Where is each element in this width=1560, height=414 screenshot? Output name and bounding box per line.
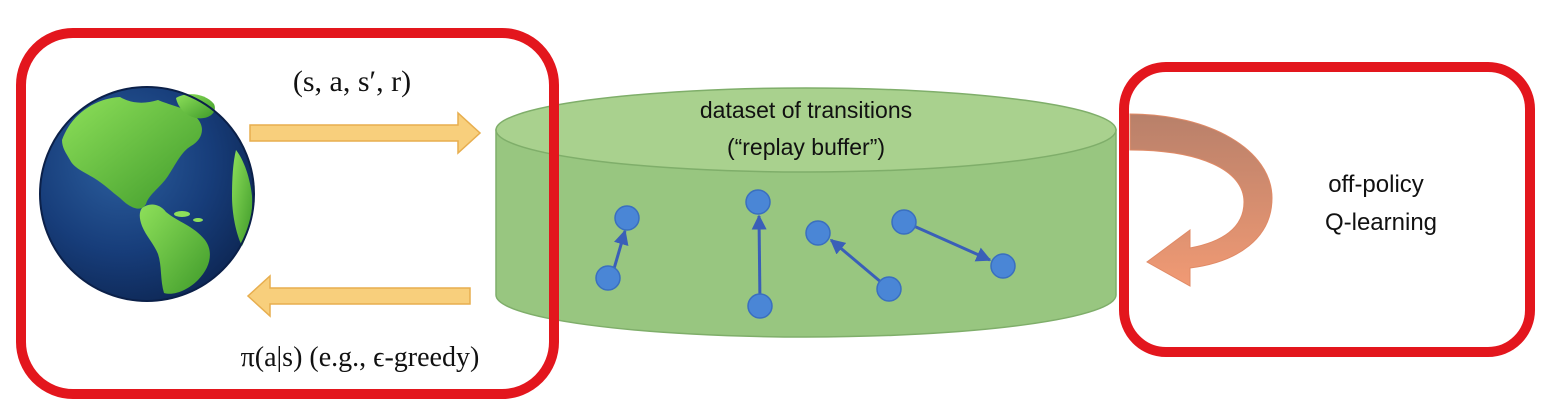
- environment-box: (s, a, s′, r) π(a|s) (e.g., ϵ-greedy): [16, 28, 559, 399]
- state-node: [990, 253, 1016, 279]
- learner-label-line1: off-policy: [1328, 171, 1424, 198]
- update-curl-arrow: [1129, 113, 1273, 287]
- environment-highlight: [16, 28, 559, 399]
- transition-graph: [595, 189, 1016, 319]
- state-node: [891, 209, 917, 235]
- transition-edge: [829, 238, 889, 290]
- transition-arrow: [249, 111, 482, 155]
- transition-edge: [751, 214, 767, 306]
- state-node: [745, 189, 771, 215]
- state-node: [595, 265, 621, 291]
- state-node: [614, 205, 640, 231]
- state-node: [876, 276, 902, 302]
- buffer-title: dataset of transitions: [700, 97, 912, 123]
- state-node: [747, 293, 773, 319]
- learner-highlight: [1119, 62, 1535, 357]
- globe-icon: [39, 86, 255, 302]
- cylinder-top: [495, 87, 1117, 173]
- learner-box: off-policy Q-learning: [1119, 62, 1535, 357]
- replay-buffer-cylinder: dataset of transitions (“replay buffer”): [495, 87, 1117, 338]
- learner-label-line2: Q-learning: [1325, 209, 1437, 236]
- policy-arrow: [246, 274, 471, 318]
- state-node: [805, 220, 831, 246]
- buffer-subtitle: (“replay buffer”): [727, 134, 885, 160]
- transition-edge: [906, 221, 992, 262]
- transition-tuple-label: (s, a, s′, r): [293, 65, 411, 98]
- policy-label: π(a|s) (e.g., ϵ-greedy): [241, 342, 480, 373]
